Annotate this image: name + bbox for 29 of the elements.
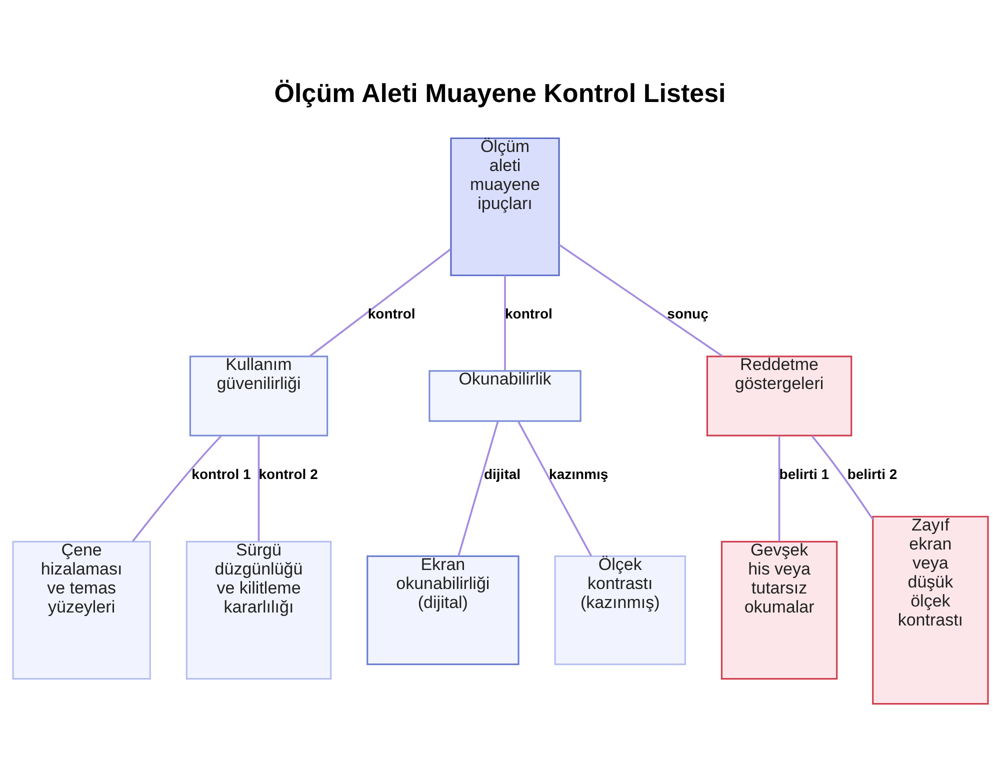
node-box: Kullanım güvenilirliği — [188, 356, 328, 436]
edge-label: belirti 2 — [846, 466, 897, 482]
edge-label: kazınmış — [548, 466, 608, 482]
edge-label: kontrol 1 — [191, 466, 250, 482]
node-box: Ekran okunabilirliği (dijital) — [366, 555, 519, 666]
edge-label: kontrol 2 — [258, 466, 318, 482]
node-box: Okunabilirlik — [428, 370, 581, 422]
edge-label: kontrol — [367, 306, 415, 322]
node-box: Ölçüm aleti muayene ipuçları — [450, 137, 560, 276]
connector — [810, 435, 874, 520]
node-box: Gevşek his veya tutarsız okumalar — [720, 540, 838, 680]
connector — [778, 436, 780, 542]
connector — [308, 248, 451, 358]
diagram-title: Ölçüm Aleti Muayene Kontrol Listesi — [274, 78, 726, 108]
node-box: Sürgü düzgünlüğü ve kilitleme kararlılığı — [185, 540, 332, 680]
node-box: Çene hizalaması ve temas yüzeyleri — [12, 540, 150, 680]
connector — [257, 436, 260, 542]
node-box: Ölçek kontrastı (kazınmış) — [554, 555, 686, 666]
node-box: Zayıf ekran veya düşük ölçek kontrastı — [872, 516, 988, 705]
node-box: Reddetme göstergeleri — [706, 356, 852, 436]
connector — [558, 244, 722, 357]
edge-label: belirti 1 — [778, 466, 829, 482]
connector — [132, 435, 222, 542]
connector — [457, 421, 498, 556]
edge-label: kontrol — [504, 306, 552, 322]
connector — [516, 420, 592, 556]
connector — [504, 275, 506, 371]
edge-label: sonuç — [666, 306, 708, 322]
edge-label: dijital — [483, 466, 520, 482]
